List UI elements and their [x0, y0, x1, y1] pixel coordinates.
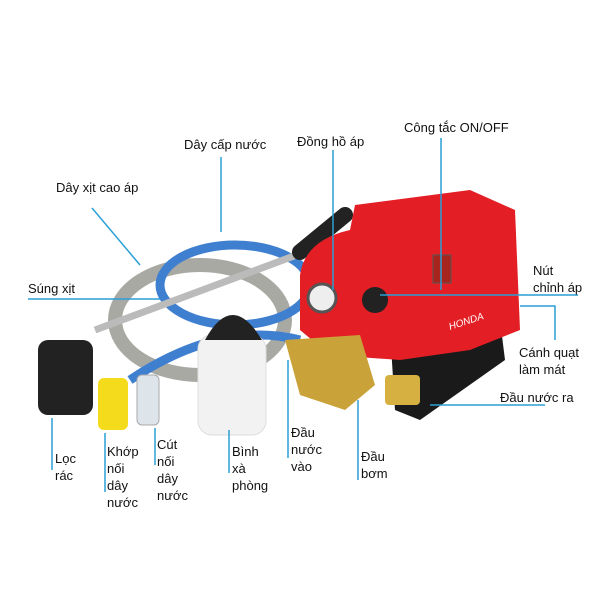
pump-body [300, 190, 520, 360]
label-pressure-gauge: Đồng hồ áp [297, 134, 365, 149]
leader-lines [28, 138, 578, 492]
pressure-gauge [306, 282, 338, 314]
bottle-cap [205, 315, 262, 340]
label-supply-hose: Dây cấp nước [184, 137, 267, 152]
brass-pump-head [285, 335, 375, 410]
filter [38, 340, 93, 415]
connector [136, 374, 160, 426]
label-water-outlet: Đầu nước ra [500, 390, 574, 405]
label-high-pressure-hose: Dây xịt cao áp [56, 180, 139, 195]
label-spray-gun: Súng xịt [28, 281, 75, 296]
switch [432, 254, 452, 284]
brass-outlet [385, 375, 420, 405]
label-on-off-switch: Công tắc ON/OFF [404, 120, 509, 135]
coupler [98, 378, 128, 430]
spray-gun [93, 246, 312, 334]
pressure-knob [362, 287, 388, 313]
gun-handle [292, 207, 353, 260]
soap-bottle [197, 334, 267, 436]
